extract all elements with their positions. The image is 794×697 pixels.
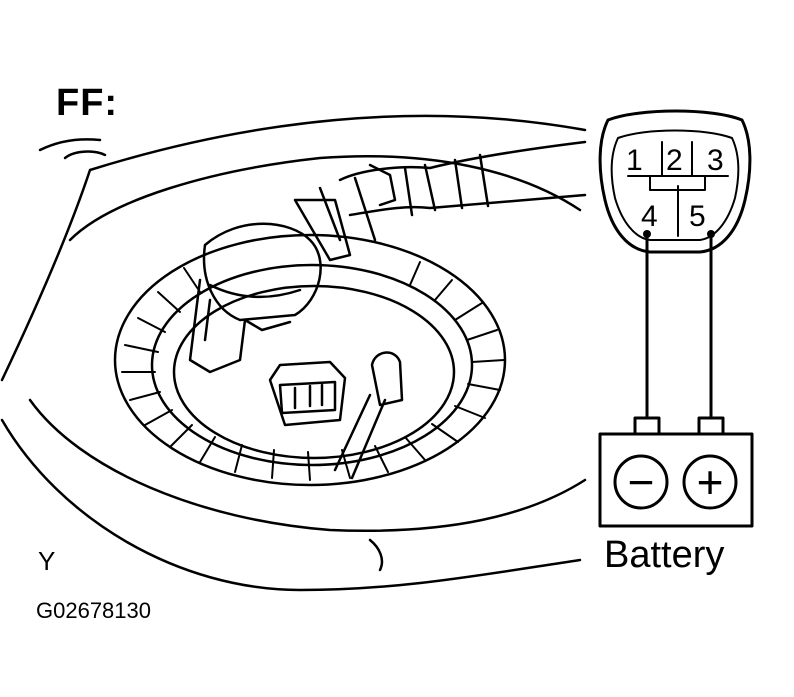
pump-connector	[268, 360, 347, 427]
pin-label-3: 3	[707, 144, 724, 177]
battery	[598, 416, 754, 528]
floor-panel-outline	[0, 114, 587, 592]
pump-body	[188, 222, 322, 374]
connector-face	[598, 109, 752, 254]
pin-5-probe-dot	[707, 230, 715, 238]
pin-label-2: 2	[666, 144, 683, 177]
fuel-hose	[293, 140, 587, 262]
view-label: FF:	[56, 82, 119, 124]
test-leads	[645, 234, 713, 420]
positive-terminal-icon	[682, 454, 738, 510]
figure-code: G02678130	[36, 598, 151, 623]
pin-label-4: 4	[641, 200, 658, 233]
retaining-ring	[113, 233, 507, 487]
corner-letter: Y	[38, 546, 56, 576]
sender-rod	[333, 351, 404, 480]
negative-terminal-icon	[613, 454, 669, 510]
negative-symbol: −	[628, 456, 655, 508]
battery-label: Battery	[604, 534, 725, 576]
pin-label-1: 1	[626, 144, 643, 177]
pin-4-probe-dot	[643, 230, 651, 238]
positive-symbol: +	[697, 456, 724, 508]
pin-label-5: 5	[689, 200, 706, 233]
